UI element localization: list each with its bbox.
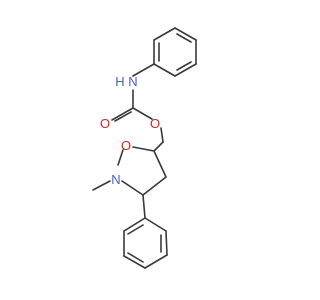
atom-label-nh-hydrogen: H — [115, 74, 124, 89]
atom-labels: H N O O O N — [100, 74, 160, 187]
atom-label-ester-oxygen: O — [150, 116, 160, 131]
structure-drawing: H N O O O N — [92, 27, 197, 269]
molecule-canvas: H N O O O N — [92, 27, 197, 269]
top-phenyl-ring — [153, 27, 197, 77]
atom-label-amide-nitrogen: N — [128, 74, 137, 89]
atom-label-carbonyl-oxygen: O — [100, 116, 110, 131]
isoxazolidine-ring — [92, 146, 167, 196]
atom-label-ring-oxygen: O — [121, 138, 131, 153]
bottom-phenyl-ring — [123, 194, 168, 269]
carbamate-linker — [111, 63, 164, 152]
atom-label-ring-nitrogen: N — [111, 172, 120, 187]
